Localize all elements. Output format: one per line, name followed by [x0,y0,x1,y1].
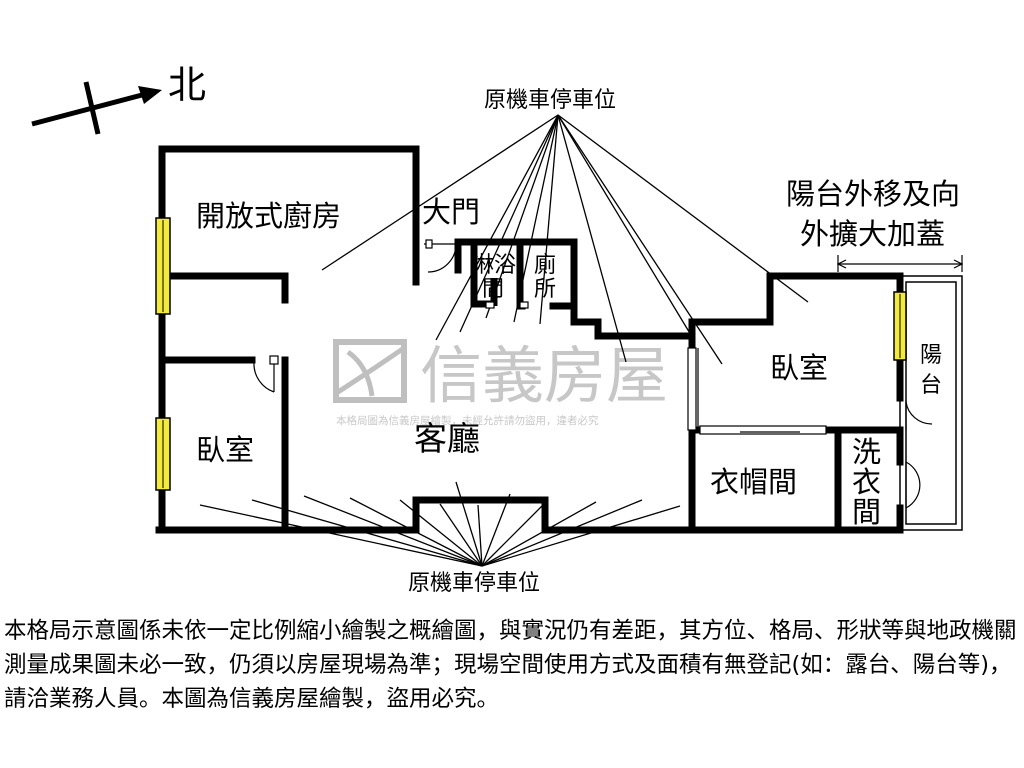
label-laundry-2: 衣 [852,465,881,499]
label-main-door: 大門 [422,195,480,229]
watermark-brand: 信義房屋 [420,339,668,412]
doors [253,239,933,509]
label-toilet-1: 廁 [534,253,556,278]
label-bedroom-right: 臥室 [770,351,828,385]
disclaimer-text: 本格局示意圖係未依一定比例縮小繪製之概繪圖，與實況仍有差距，其方位、格局、形狀等… [4,618,1017,712]
parking-bottom-label: 原機車停車位 [408,571,540,596]
balcony-outline [899,275,963,531]
label-toilet-2: 所 [534,277,556,302]
label-bedroom-left: 臥室 [196,433,254,467]
label-laundry-1: 洗 [852,435,881,469]
watermark: 信義房屋 本格局圖為信義房屋繪製，未經允許請勿盜用，違者必究 [333,339,668,427]
balcony-note-line2: 外擴大加蓋 [800,217,945,251]
label-shower-2: 間 [482,277,504,302]
watermark-logo-icon [333,339,407,403]
label-closet: 衣帽間 [710,465,797,499]
label-living-room: 客廳 [414,419,480,458]
floor-plan: 信義房屋 本格局圖為信義房屋繪製，未經允許請勿盜用，違者必究 北 原機車停車位 [31,63,964,596]
balcony-note-line1: 陽台外移及向 [786,177,960,211]
label-balcony-1: 陽 [920,343,942,368]
compass-label: 北 [168,63,206,107]
watermark-notice: 本格局圖為信義房屋繪製，未經允許請勿盜用，違者必究 [336,414,599,427]
extension-dimension [836,255,964,272]
label-kitchen: 開放式廚房 [196,199,341,233]
windows [155,217,907,491]
label-laundry-3: 間 [852,495,881,529]
parking-bottom-rays [199,481,681,567]
label-shower-1: 淋浴 [472,253,516,278]
label-balcony-2: 台 [920,373,942,398]
parking-top-label: 原機車停車位 [484,88,616,113]
north-arrow-icon [31,81,162,135]
